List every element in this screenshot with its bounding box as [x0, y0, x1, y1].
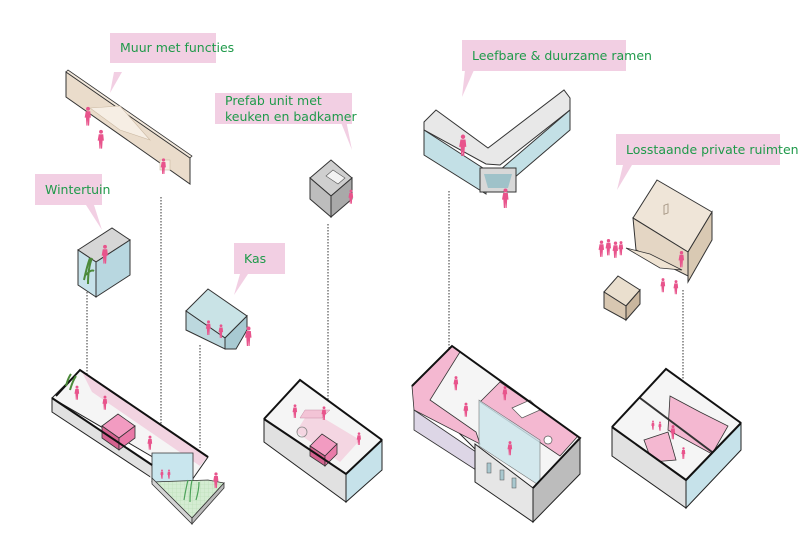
- building-2: [263, 378, 383, 504]
- habitable-window-frame: [423, 89, 571, 208]
- callout-label: Losstaande private ruimten: [626, 141, 799, 157]
- callout-label: Muur met functies: [120, 40, 235, 55]
- callout-leefbare-ramen: Leefbare & duurzame ramen: [462, 40, 652, 71]
- callout-prefab-unit: Prefab unit met keuken en badkamer: [215, 92, 357, 124]
- building-3: [411, 344, 582, 524]
- winter-garden: [77, 227, 131, 298]
- callout-label: Leefbare & duurzame ramen: [472, 47, 652, 63]
- greenhouse: [185, 288, 252, 350]
- callout-label: Wintertuin: [45, 181, 111, 197]
- callout-muur-met-functies: Muur met functies: [110, 33, 235, 63]
- prefab-unit: [309, 159, 354, 219]
- wall-with-functions: [65, 69, 193, 185]
- callout-losstaande-ruimten: Losstaande private ruimten: [616, 134, 799, 165]
- building-4: [611, 367, 742, 510]
- connector-lines: [86, 191, 684, 448]
- callout-label-line-2: keuken en badkamer: [225, 108, 357, 124]
- callout-label: Kas: [244, 250, 267, 266]
- building-1: [51, 368, 225, 526]
- callout-wintertuin: Wintertuin: [35, 174, 111, 205]
- detached-private-rooms: [598, 179, 713, 322]
- callout-label-line-1: Prefab unit met: [225, 92, 322, 108]
- callout-kas: Kas: [234, 243, 285, 274]
